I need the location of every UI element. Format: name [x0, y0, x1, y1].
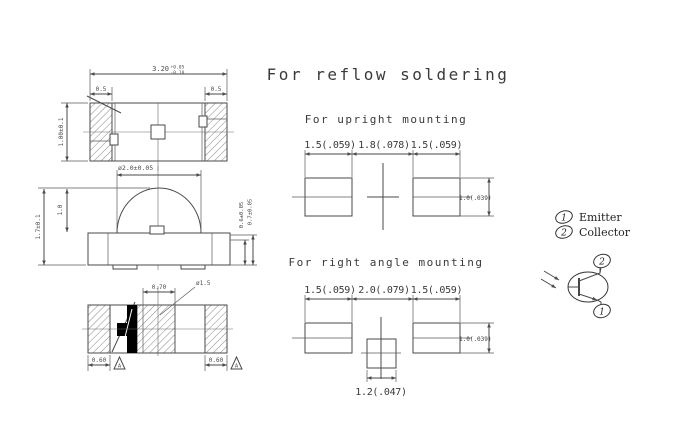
pin1-circle-icon [555, 210, 573, 224]
base-foot-right [180, 264, 206, 270]
upright-dim-right: 1.5(.059) [411, 140, 463, 151]
dim-bottom-right-pad: 0.60 [209, 357, 224, 364]
dim-base-height: 0.7±0.05 [248, 199, 254, 226]
page-title: For reflow soldering [267, 65, 510, 84]
upright-pad-height: 1.0(.039) [459, 195, 492, 202]
schematic-pin1-number: 1 [599, 308, 605, 318]
pin2-circle-icon [555, 225, 573, 239]
datum-triangle-left [113, 355, 126, 370]
schematic-pin2-circle [593, 253, 611, 269]
light-arrow-icon [543, 270, 560, 281]
top-view: 3.20 +0.05 -0.10 0.5 0.5 1.00±0.1 [58, 65, 234, 171]
dim-top-left-pad: 0.5 [96, 86, 107, 93]
pin1-number: 1 [561, 214, 567, 224]
upright-dim-left: 1.5(.059) [304, 140, 356, 151]
dim-top-right-pad: 0.5 [211, 86, 222, 93]
datum-letter-left: A [118, 364, 122, 370]
datum-letter-right: A [235, 364, 239, 370]
right-angle-mounting-section: For right angle mounting 1.5(.059) 2.0(.… [289, 256, 494, 398]
emitter-line-arrow [578, 293, 598, 301]
side-view: ø2.0±0.05 1.0 1.7±0.1 0.6±0.05 0.7±0.05 [35, 164, 257, 270]
right-angle-center-pad-dim: 1.2(.047) [355, 387, 407, 398]
light-arrow-icon [540, 278, 557, 289]
dim-lens-diameter: ø2.0±0.05 [118, 164, 153, 172]
pin2-number: 2 [560, 229, 567, 239]
dim-lens-height: 1.0 [57, 204, 64, 215]
lens-dome [116, 187, 202, 234]
base-foot-left [112, 264, 138, 270]
dim-mark-width: 0.70 [152, 284, 167, 291]
right-angle-dim-center: 2.0(.079) [358, 285, 410, 296]
top-view-polarity-slash [86, 95, 122, 114]
datum-triangle-right [230, 355, 243, 370]
pin1-label: Emitter [579, 211, 622, 224]
schematic-pin2-number: 2 [598, 258, 605, 268]
leader-line [159, 286, 196, 316]
upright-dim-center: 1.8(.078) [358, 140, 410, 151]
right-angle-pad-height: 1.0(.039) [459, 336, 492, 343]
right-angle-dim-right: 1.5(.059) [411, 285, 463, 296]
upright-mounting-section: For upright mounting 1.5(.059) 1.8(.078)… [292, 113, 494, 230]
top-view-center-mark [150, 124, 166, 140]
right-angle-dim-left: 1.5(.059) [304, 285, 356, 296]
phototransistor-schematic: 2 1 [540, 253, 611, 319]
dim-overall-height: 1.7±0.1 [35, 214, 42, 240]
pin2-label: Collector [579, 226, 631, 239]
dim-bottom-left-pad: 0.60 [92, 357, 107, 364]
schematic-pin1-circle [593, 303, 611, 319]
dim-top-width-tol-minus: -0.10 [171, 70, 185, 76]
bottom-view: 0.70 ø1.5 0.60 A 0.60 A [82, 280, 243, 371]
dim-top-width: 3.20 [152, 65, 169, 73]
dim-mark-note: ø1.5 [196, 280, 211, 287]
top-view-left-notch [109, 133, 119, 146]
collector-line [578, 268, 601, 282]
dim-top-width-tol-plus: +0.05 [171, 65, 185, 71]
top-view-right-notch [198, 115, 208, 128]
upright-title: For upright mounting [305, 113, 467, 126]
package-base [87, 232, 231, 266]
dim-top-height: 1.00±0.1 [58, 117, 65, 146]
lens-tab [149, 225, 165, 235]
cathode-mark-tab [117, 323, 127, 336]
emitter-lead [596, 299, 602, 305]
dim-terminal-height: 0.6±0.05 [239, 202, 245, 229]
pin-legend: 1 Emitter 2 Collector [555, 210, 631, 239]
right-angle-title: For right angle mounting [289, 256, 484, 269]
